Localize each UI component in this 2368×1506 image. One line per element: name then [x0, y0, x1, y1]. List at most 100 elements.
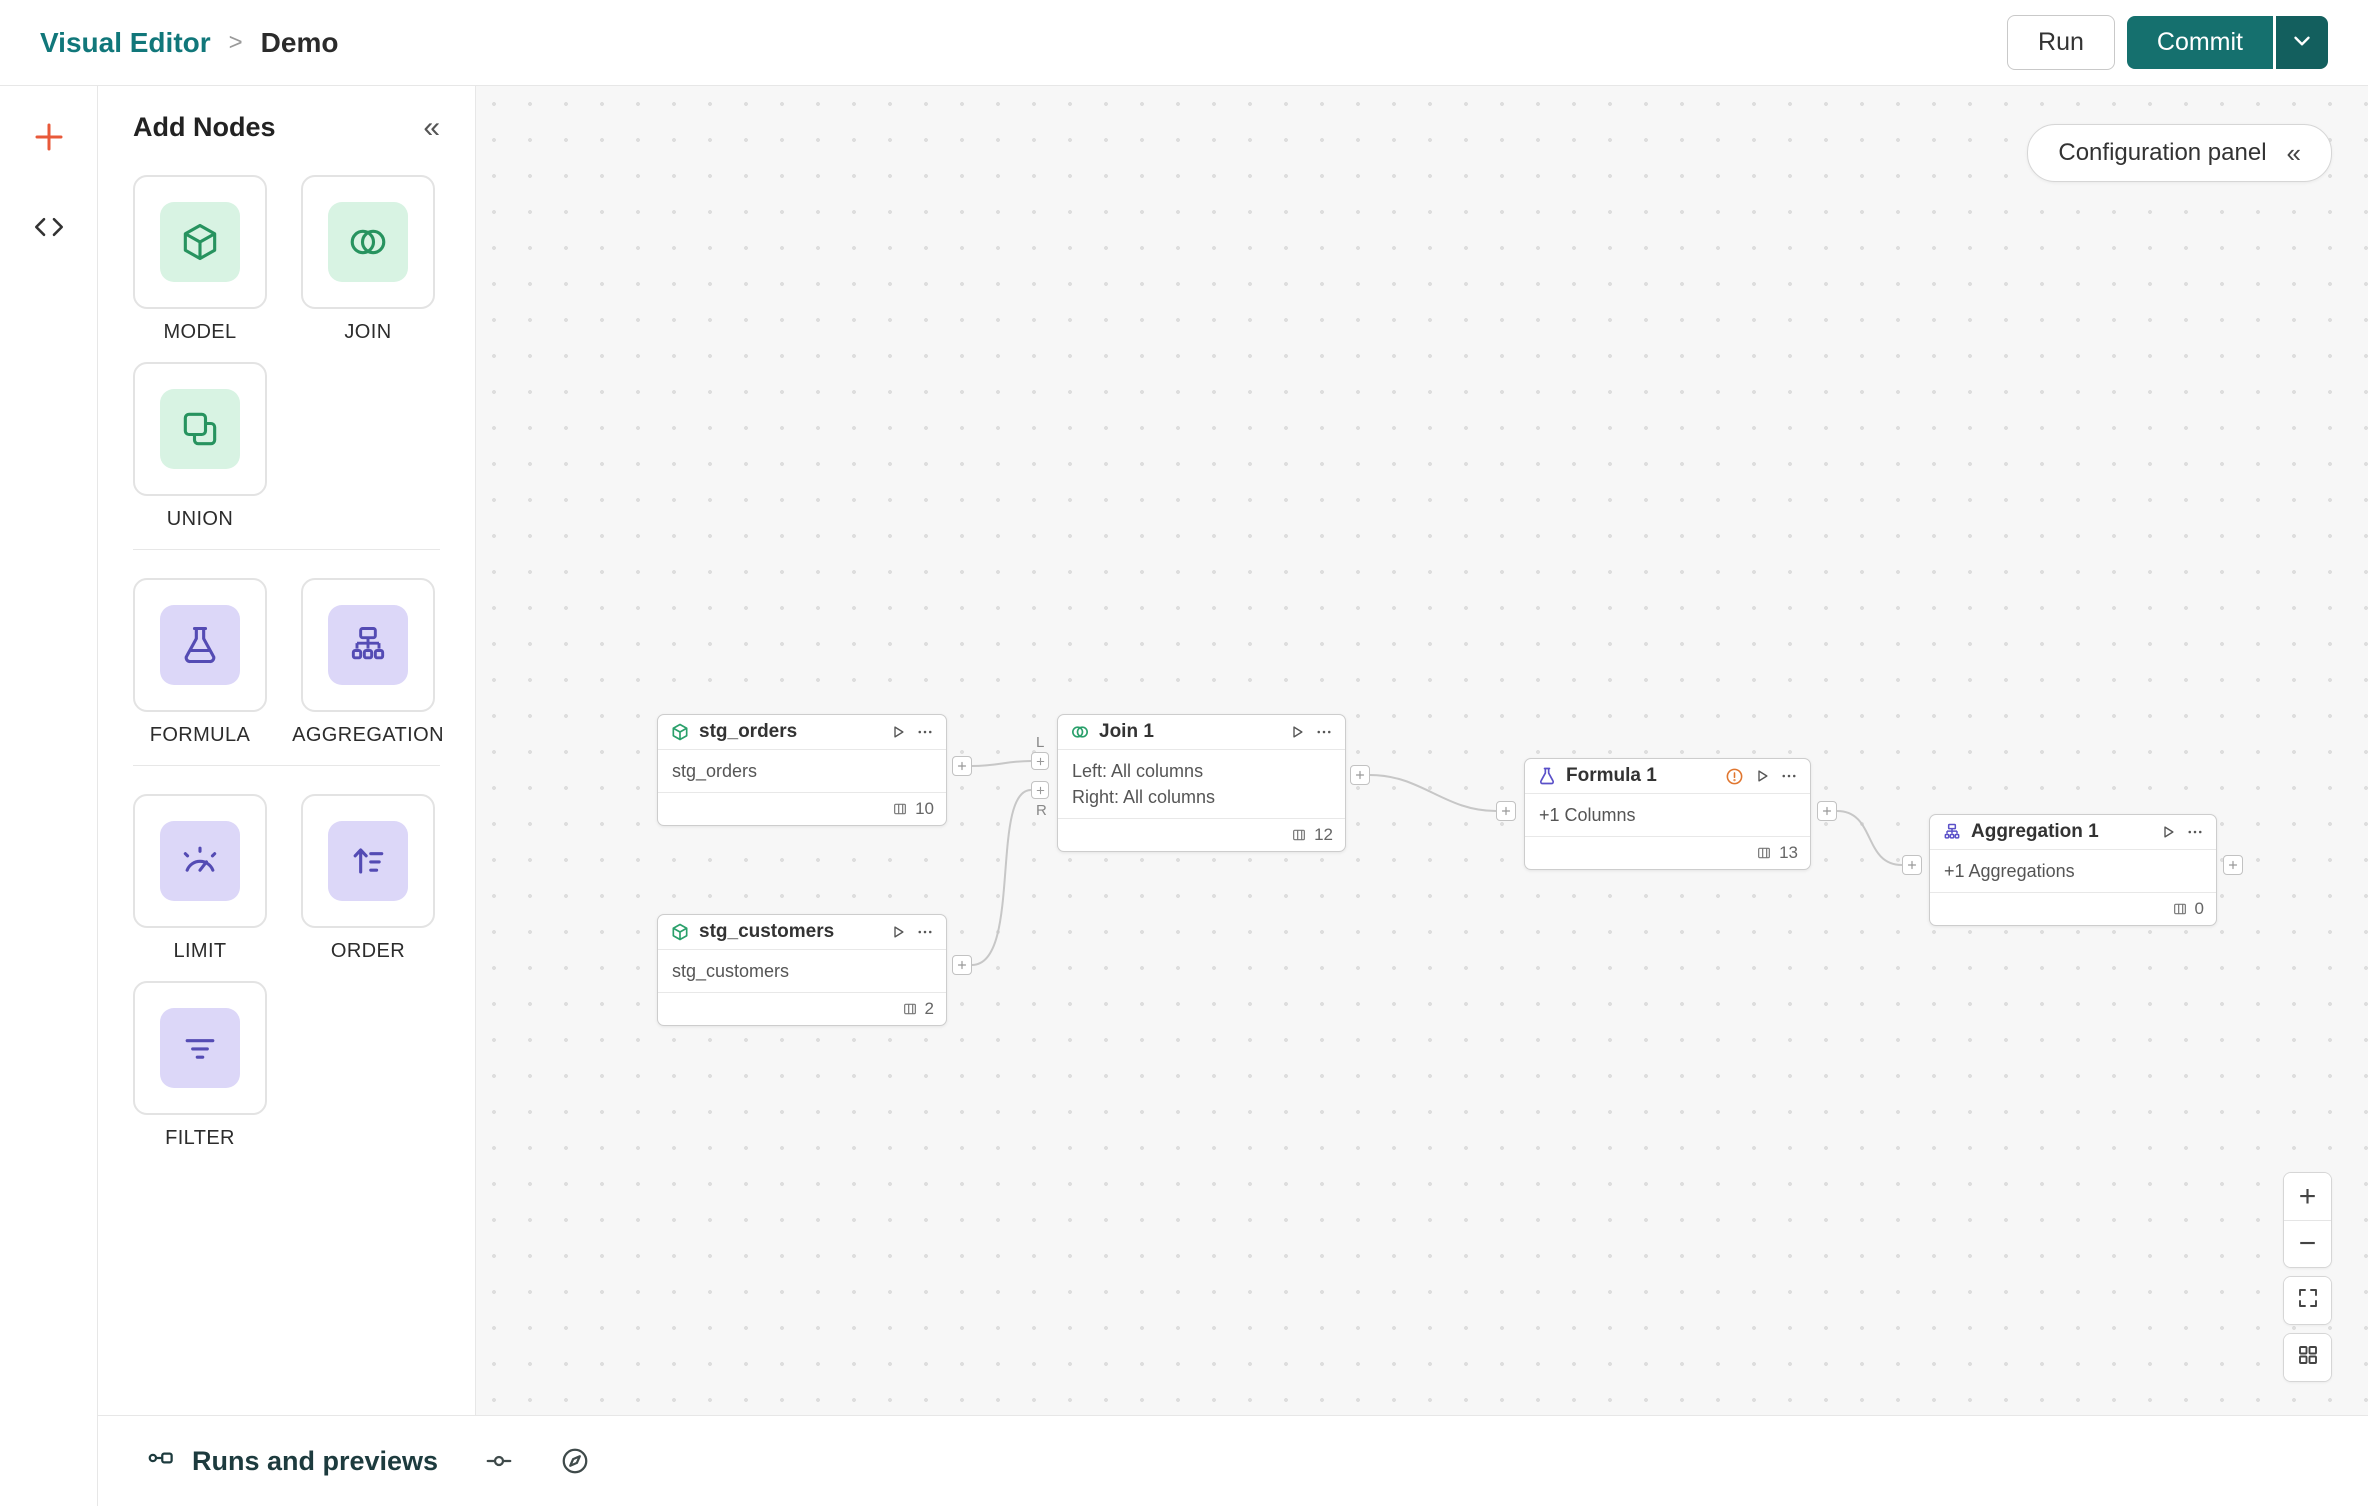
git-commit-icon[interactable]: [484, 1446, 514, 1476]
column-count: 0: [2194, 899, 2204, 919]
node-body-line: Right: All columns: [1072, 787, 1216, 808]
node-footer: 12: [1058, 818, 1345, 851]
more-menu-icon[interactable]: [916, 923, 934, 941]
node-title: Formula 1: [1566, 765, 1657, 786]
flow-canvas[interactable]: Configuration panel « stg_orders stg_ord…: [476, 86, 2368, 1415]
node-footer: 13: [1525, 836, 1810, 869]
zoom-in-button[interactable]: +: [2284, 1173, 2331, 1220]
input-handle-join-right[interactable]: [1031, 781, 1049, 799]
play-icon[interactable]: [2159, 823, 2177, 841]
play-icon[interactable]: [889, 923, 907, 941]
output-handle-stg-customers[interactable]: [952, 955, 972, 975]
output-handle-join[interactable]: [1350, 765, 1370, 785]
chevron-down-icon: [2289, 28, 2315, 57]
code-view-button[interactable]: [26, 206, 72, 252]
node-header: Join 1: [1058, 715, 1345, 749]
aggregation-icon: [1942, 822, 1962, 842]
play-icon[interactable]: [889, 723, 907, 741]
run-button[interactable]: Run: [2007, 15, 2115, 70]
node-tile-row: UNION: [133, 362, 440, 531]
union-icon: [160, 389, 240, 469]
tile-join[interactable]: JOIN: [301, 175, 435, 344]
node-footer: 0: [1930, 892, 2216, 925]
add-nodes-panel: Add Nodes « MODEL JOIN: [98, 86, 476, 1415]
play-icon[interactable]: [1288, 723, 1306, 741]
node-stg-customers[interactable]: stg_customers stg_customers 2: [657, 914, 947, 1027]
node-join-1[interactable]: Join 1 Left: All columns Right: All colu…: [1057, 714, 1346, 853]
panel-divider: [133, 549, 440, 550]
more-menu-icon[interactable]: [1780, 767, 1798, 785]
cube-icon: [670, 922, 690, 942]
node-body: stg_orders: [658, 749, 946, 792]
node-body: +1 Columns: [1525, 793, 1810, 836]
tile-formula[interactable]: FORMULA: [133, 578, 267, 747]
input-handle-join-left[interactable]: [1031, 752, 1049, 770]
node-title: Aggregation 1: [1971, 821, 2099, 842]
columns-icon: [902, 1001, 918, 1017]
play-icon[interactable]: [1753, 767, 1771, 785]
commit-split-button: Commit: [2126, 16, 2328, 69]
column-count: 13: [1779, 843, 1798, 863]
tile-label: ORDER: [330, 940, 406, 962]
zoom-out-button[interactable]: −: [2284, 1220, 2331, 1267]
node-stg-orders[interactable]: stg_orders stg_orders 10: [657, 714, 947, 827]
more-menu-icon[interactable]: [916, 723, 934, 741]
output-handle-aggregation[interactable]: [2223, 855, 2243, 875]
tile-filter[interactable]: FILTER: [133, 981, 267, 1150]
input-handle-aggregation[interactable]: [1902, 855, 1922, 875]
sort-icon: [328, 821, 408, 901]
sitemap-icon: [328, 605, 408, 685]
venn-icon: [328, 202, 408, 282]
column-count: 2: [924, 999, 934, 1019]
more-menu-icon[interactable]: [2186, 823, 2204, 841]
node-body: stg_customers: [658, 949, 946, 992]
tile-card: [301, 794, 435, 928]
node-footer: 10: [658, 792, 946, 825]
node-aggregation-1[interactable]: Aggregation 1 +1 Aggregations 0: [1929, 814, 2217, 927]
tile-aggregation[interactable]: AGGREGATION: [292, 578, 444, 747]
tile-card: [133, 578, 267, 712]
runs-and-previews-button[interactable]: Runs and previews: [146, 1443, 438, 1480]
compass-icon[interactable]: [560, 1446, 590, 1476]
collapse-panel-icon[interactable]: «: [423, 110, 440, 144]
columns-icon: [2172, 901, 2188, 917]
input-handle-formula[interactable]: [1496, 801, 1516, 821]
tile-model[interactable]: MODEL: [133, 175, 267, 344]
node-formula-1[interactable]: Formula 1 +1 Columns 13: [1524, 758, 1811, 871]
output-handle-stg-orders[interactable]: [952, 756, 972, 776]
more-menu-icon[interactable]: [1315, 723, 1333, 741]
node-title: Join 1: [1099, 721, 1154, 742]
commit-button[interactable]: Commit: [2126, 16, 2273, 69]
code-icon: [32, 210, 66, 249]
node-header: Formula 1: [1525, 759, 1810, 793]
node-tile-row: LIMIT ORDER: [133, 794, 440, 963]
tile-union[interactable]: UNION: [133, 362, 267, 531]
page-title: Demo: [260, 26, 339, 58]
warning-icon: [1725, 767, 1744, 786]
add-nodes-panel-header: Add Nodes «: [133, 112, 440, 143]
join-left-port-label: L: [1036, 734, 1045, 751]
breadcrumb: Visual Editor > Demo: [40, 27, 338, 59]
node-header: stg_orders: [658, 715, 946, 749]
configuration-panel-button[interactable]: Configuration panel «: [2027, 124, 2332, 182]
fullscreen-icon: [2296, 1284, 2320, 1318]
breadcrumb-visual-editor-link[interactable]: Visual Editor: [40, 26, 211, 58]
node-tile-row: FILTER: [133, 981, 440, 1150]
node-tile-row: FORMULA AGGREGATION: [133, 578, 444, 747]
tile-card: [133, 175, 267, 309]
add-node-button[interactable]: [26, 116, 72, 162]
auto-layout-button[interactable]: [2284, 1334, 2331, 1381]
tile-label: JOIN: [344, 321, 392, 343]
tile-order[interactable]: ORDER: [301, 794, 435, 963]
output-handle-formula[interactable]: [1817, 801, 1837, 821]
column-count: 12: [1314, 825, 1333, 845]
fit-view-button[interactable]: [2284, 1277, 2331, 1324]
commit-dropdown-button[interactable]: [2276, 16, 2328, 69]
flask-icon: [160, 605, 240, 685]
node-body: +1 Aggregations: [1930, 849, 2216, 892]
plus-icon: [31, 119, 67, 160]
tile-label: FORMULA: [149, 724, 251, 746]
venn-icon: [1070, 722, 1090, 742]
node-header: stg_customers: [658, 915, 946, 949]
tile-limit[interactable]: LIMIT: [133, 794, 267, 963]
